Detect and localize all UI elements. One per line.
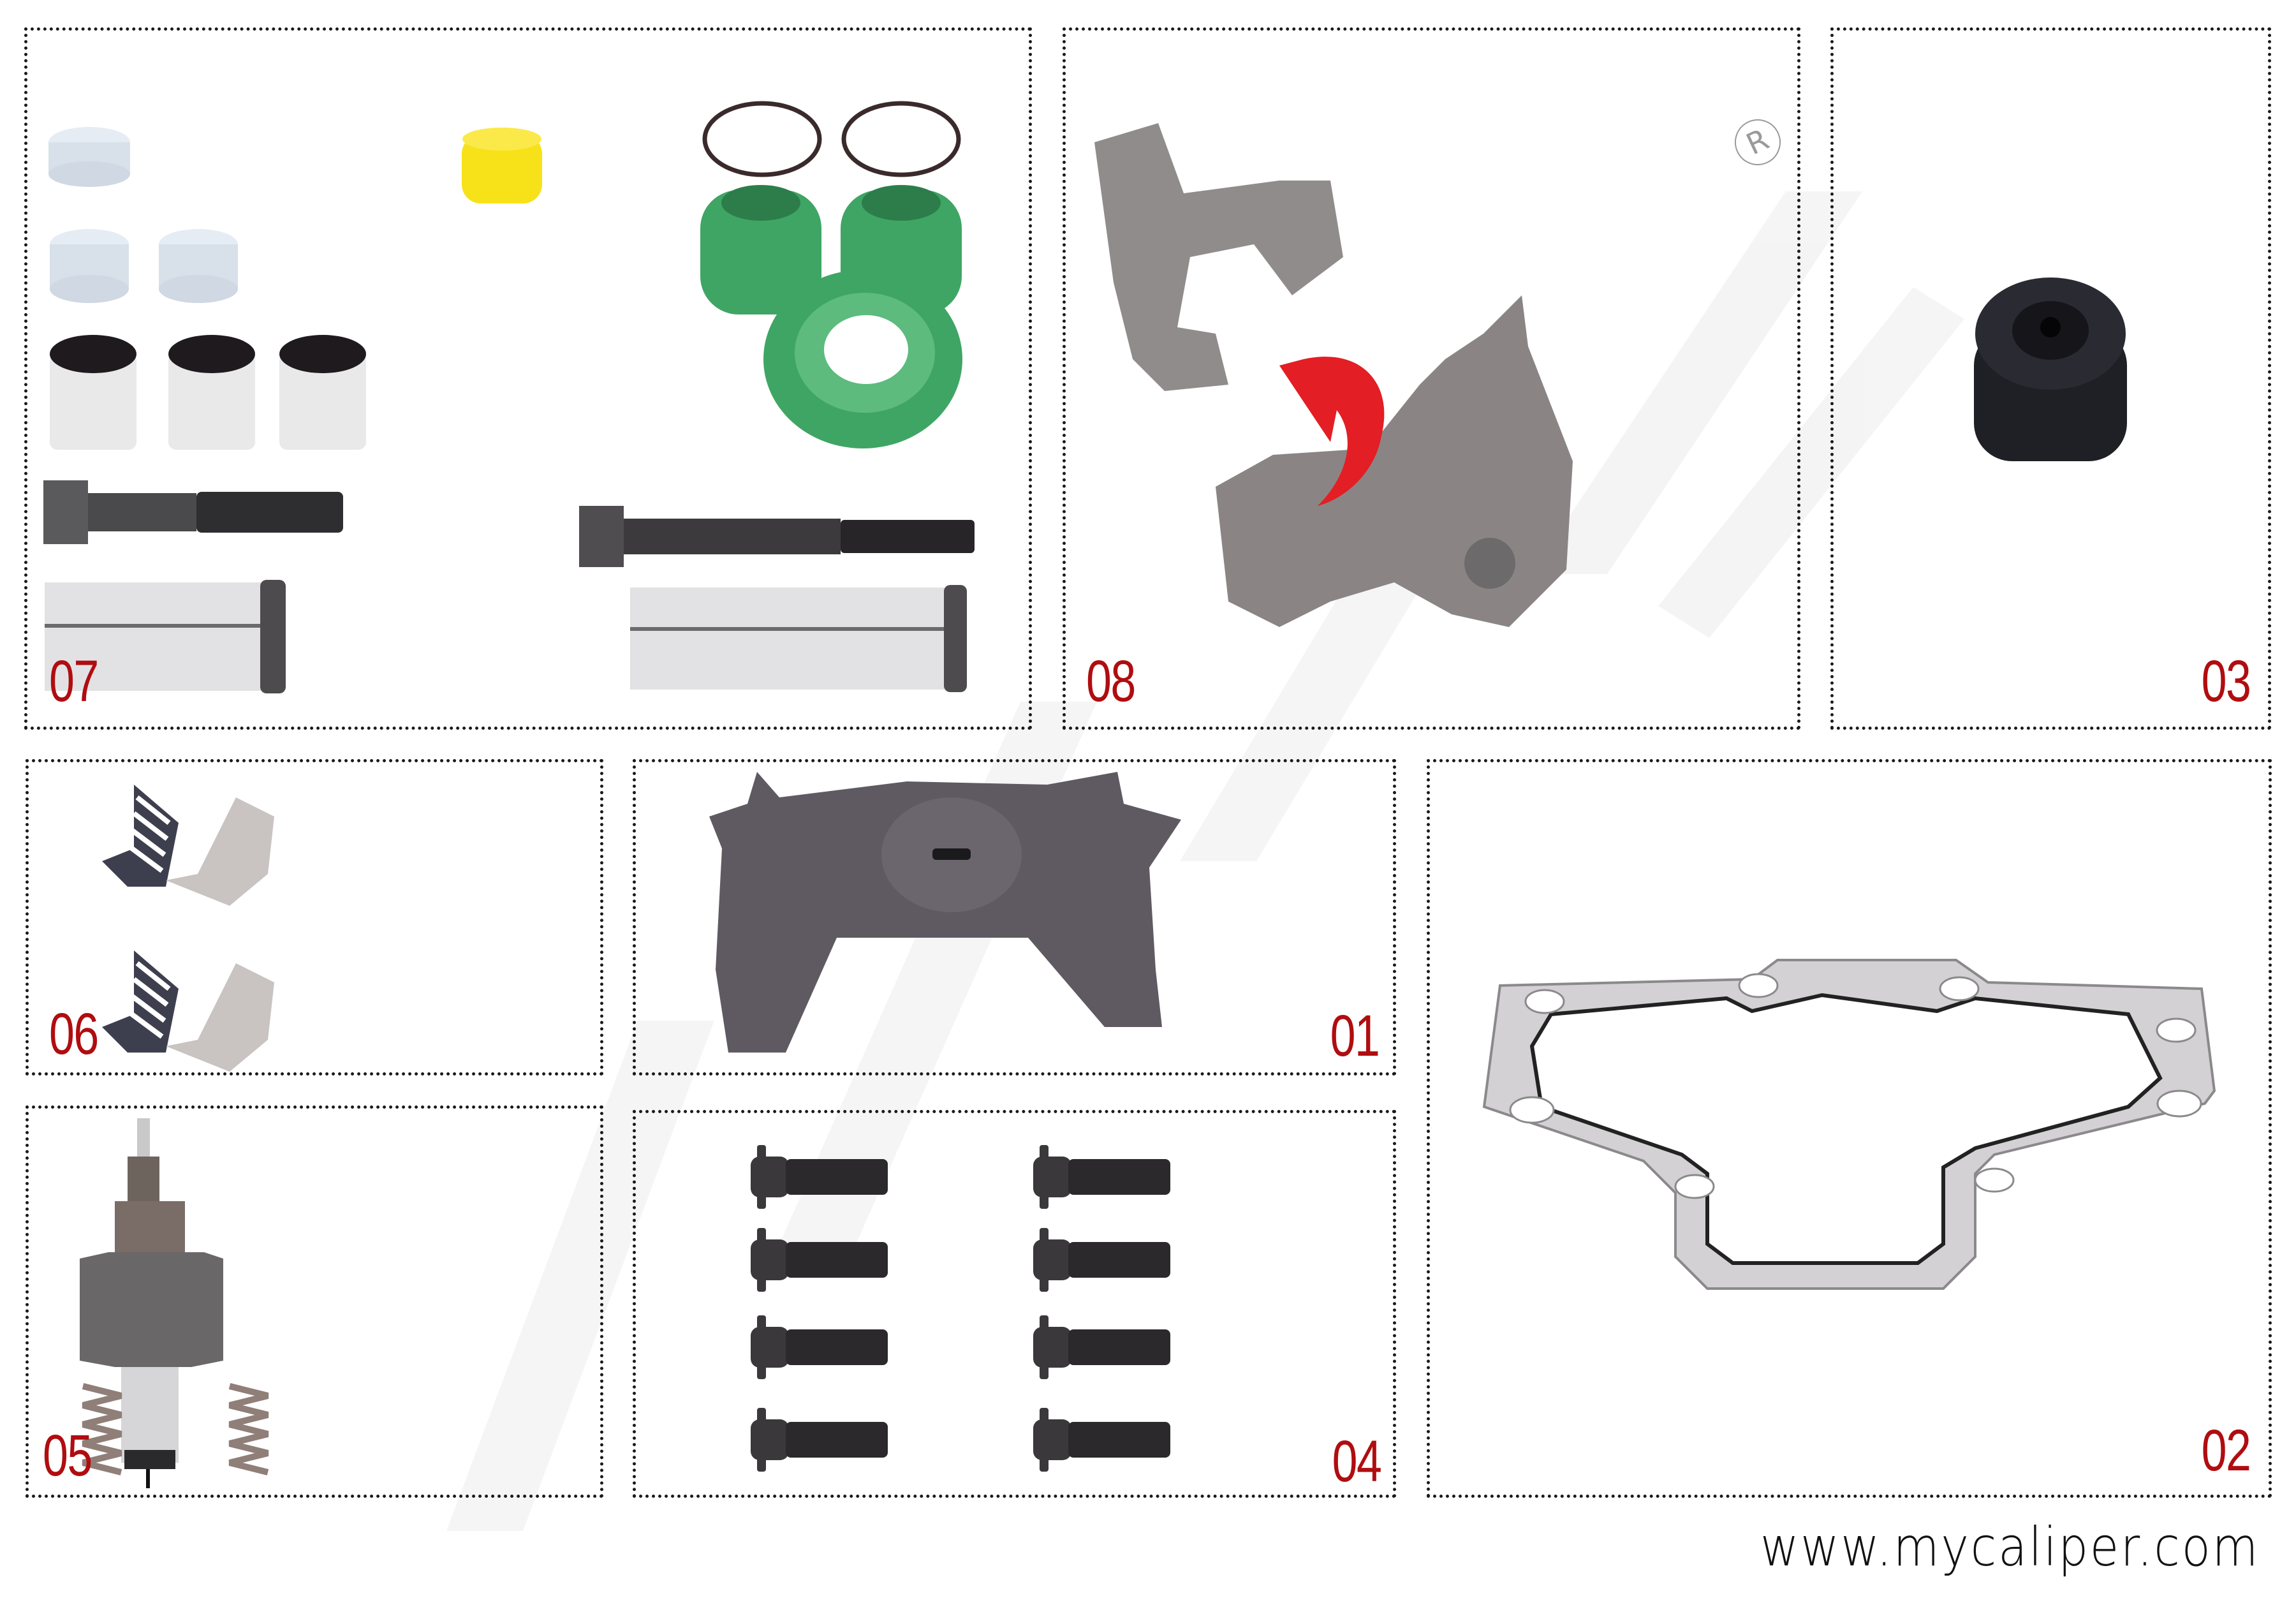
- panel-label-08: 08: [1086, 649, 1136, 714]
- gasket-illustration: [1482, 959, 2216, 1290]
- panel-label-07: 07: [49, 649, 99, 714]
- kit-07-illustration: [43, 101, 975, 693]
- adjuster-icon: [80, 1252, 223, 1367]
- panel-02: [1427, 759, 2272, 1498]
- panel-04: [633, 1110, 1396, 1498]
- panel-05: [26, 1105, 603, 1498]
- panel-06: [26, 759, 603, 1076]
- panel-label-02: 02: [2201, 1418, 2251, 1483]
- flange-bolt-icon: [751, 1145, 1170, 1472]
- spring-icon: [82, 1383, 269, 1475]
- red-arrow-icon: [1279, 357, 1385, 506]
- panel-07: [24, 27, 1032, 730]
- pressure-plate-illustration: [709, 772, 1181, 1053]
- gasket-icon: [1482, 959, 2216, 1290]
- yellow-cap-icon: [462, 128, 542, 203]
- rubber-cap-illustration: [1974, 277, 2127, 461]
- panel-label-06: 06: [49, 1002, 99, 1067]
- pressure-plate-icon: [709, 772, 1181, 1053]
- guide-pin-icon: [45, 580, 286, 693]
- needle-bearing-icon: [102, 785, 179, 887]
- adjuster-illustration: [80, 1118, 269, 1488]
- website-url[interactable]: www.mycaliper.com: [1760, 1516, 2260, 1578]
- panel-08: [1063, 27, 1800, 730]
- panel-03: [1830, 27, 2271, 730]
- panel-label-04: 04: [1332, 1429, 1381, 1494]
- panel-label-01: 01: [1330, 1003, 1380, 1068]
- lever-illustration: [1094, 123, 1573, 627]
- green-seal-icon: [763, 270, 962, 448]
- metal-cap-icon: [48, 127, 130, 187]
- panel-label-05: 05: [43, 1423, 92, 1488]
- panel-label-03: 03: [2201, 649, 2251, 714]
- bolts-illustration: [751, 1145, 1170, 1472]
- needle-bearing-illustration: [102, 785, 274, 1072]
- bolt-icon: [43, 480, 343, 544]
- panel-01: [633, 759, 1396, 1076]
- o-ring-icon: [702, 101, 961, 177]
